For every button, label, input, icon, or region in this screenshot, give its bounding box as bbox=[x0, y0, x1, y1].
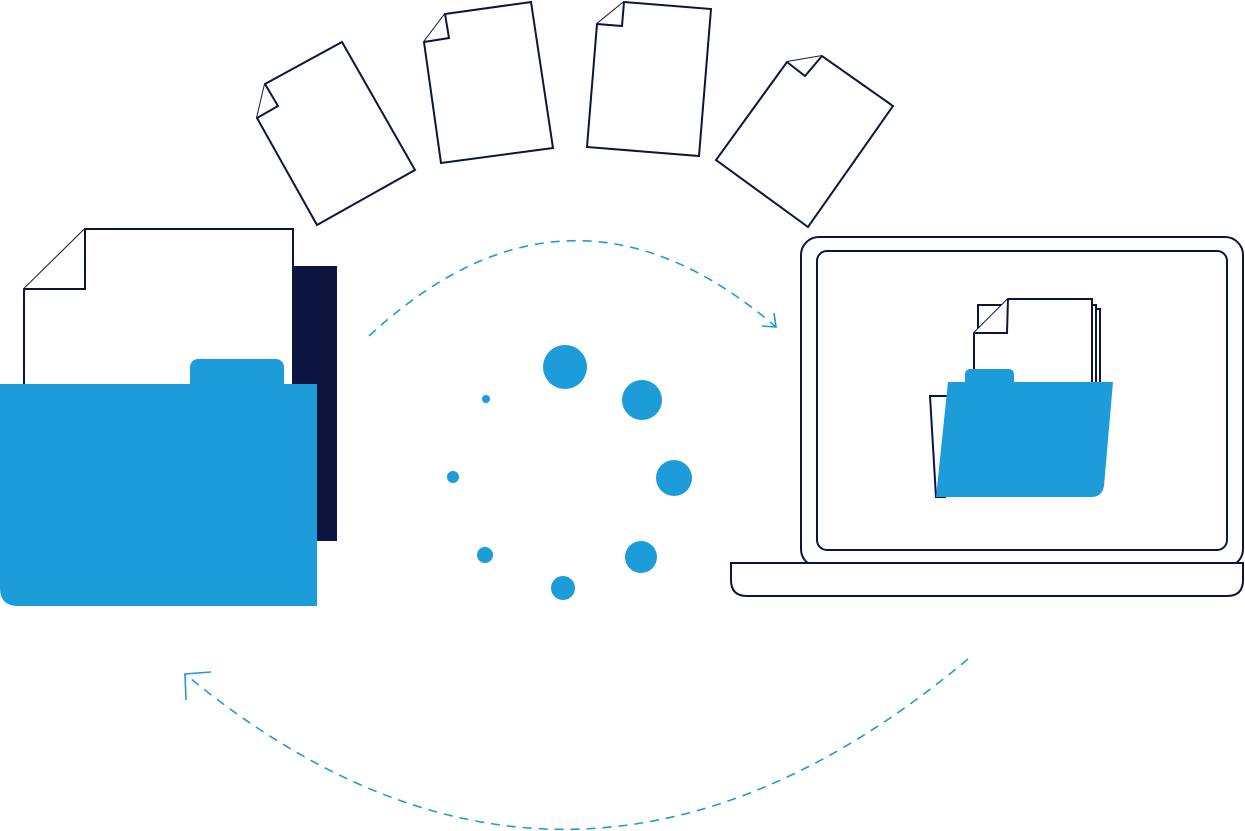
sync-arrow-icon bbox=[184, 658, 969, 831]
document-icon bbox=[714, 54, 895, 229]
laptop-icon bbox=[730, 236, 1244, 597]
document-icon bbox=[422, 0, 555, 165]
loading-spinner-icon bbox=[447, 345, 692, 600]
document-icon bbox=[255, 40, 417, 227]
folder-icon bbox=[928, 298, 1113, 498]
folder-icon bbox=[0, 228, 337, 606]
sync-arrow-icon bbox=[368, 239, 777, 337]
document-icon bbox=[585, 0, 713, 158]
